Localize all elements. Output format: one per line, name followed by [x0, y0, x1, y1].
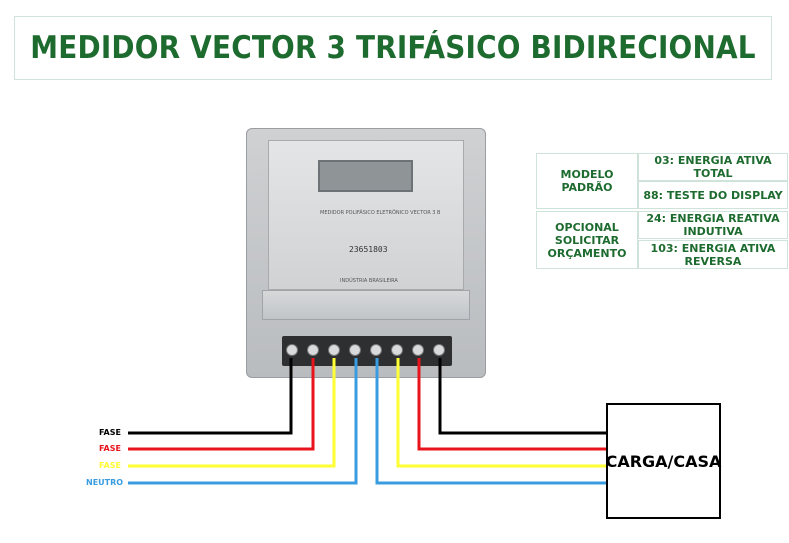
terminal	[412, 344, 424, 356]
group2-item-1: 24: ENERGIA REATIVA INDUTIVA	[638, 211, 788, 239]
wire-label-fase-1: FASE	[99, 428, 121, 437]
meter-model-text: MEDIDOR POLIFÁSICO ELETRÔNICO VECTOR 3 B	[320, 210, 441, 216]
load-box: CARGA/CASA	[606, 403, 721, 519]
terminal	[433, 344, 445, 356]
group2-item-2: 103: ENERGIA ATIVA REVERSA	[638, 240, 788, 269]
wire-phase-red-out	[417, 358, 606, 451]
wire-neutral-out	[375, 358, 606, 485]
wire-label-fase-3: FASE	[99, 461, 121, 470]
wire-phase-yellow-in	[128, 358, 336, 468]
wire-phase-black-in	[128, 358, 293, 435]
terminal	[286, 344, 298, 356]
group1-item-1: 03: ENERGIA ATIVA TOTAL	[638, 153, 788, 181]
wire-phase-black-out	[438, 358, 606, 435]
wire-phase-red-in	[128, 358, 315, 451]
wire-label-fase-2: FASE	[99, 444, 121, 453]
load-label: CARGA/CASA	[605, 451, 722, 471]
page-title: MEDIDOR VECTOR 3 TRIFÁSICO BIDIRECIONAL	[30, 30, 756, 66]
meter-serial: 23651803	[349, 245, 388, 254]
group2-label: OPCIONAL SOLICITAR ORÇAMENTO	[536, 211, 638, 269]
title-box: MEDIDOR VECTOR 3 TRIFÁSICO BIDIRECIONAL	[14, 16, 772, 80]
meter-terminal-cover	[262, 290, 470, 320]
meter-display	[318, 160, 413, 192]
terminal	[391, 344, 403, 356]
group1-item-2: 88: TESTE DO DISPLAY	[638, 181, 788, 209]
terminal	[328, 344, 340, 356]
wire-neutral-in	[128, 358, 358, 485]
group1-label: MODELO PADRÃO	[536, 153, 638, 209]
meter-brand-text: INDÚSTRIA BRASILEIRA	[340, 278, 398, 284]
terminal	[307, 344, 319, 356]
terminal	[370, 344, 382, 356]
wire-phase-yellow-out	[396, 358, 606, 468]
wire-label-neutro: NEUTRO	[86, 478, 124, 487]
terminal	[349, 344, 361, 356]
